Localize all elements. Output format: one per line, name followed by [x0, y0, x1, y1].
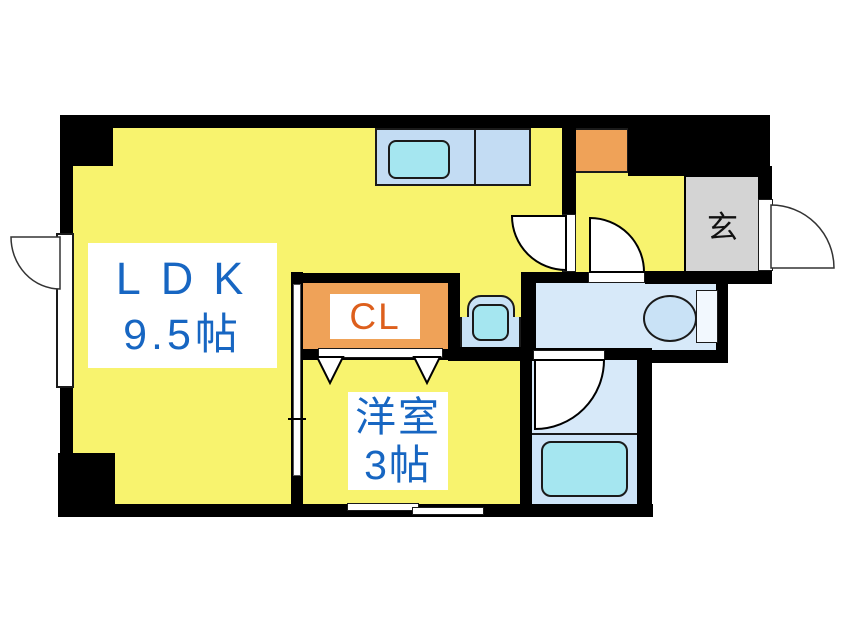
bathroom-door-threshold [533, 350, 605, 360]
bathtub [541, 441, 628, 497]
closet-door-track [318, 348, 443, 358]
closet-label-box: CL [330, 294, 420, 339]
bedroom-window-left [347, 503, 419, 511]
ldk-size-label: 9.5帖 [123, 310, 242, 359]
ldk-label-box: LDK 9.5帖 [88, 243, 277, 368]
wall-corner-top-right [628, 115, 770, 176]
bedroom-label-box: 洋室 3帖 [348, 392, 448, 490]
bedroom-size-label: 3帖 [364, 442, 432, 488]
entrance-label: 玄 [707, 210, 738, 245]
closet-label: CL [349, 295, 401, 337]
kitchen-counter-divider [474, 130, 476, 184]
refrigerator-space [573, 128, 629, 173]
wall-genkan-bottom [645, 271, 770, 284]
partition-sliding-door [293, 284, 301, 476]
toilet-bowl [643, 295, 697, 342]
kitchen-sink [388, 140, 450, 179]
balcony-door-arc [10, 236, 61, 290]
balcony-door-window [56, 233, 74, 388]
partition-door-tick [288, 418, 306, 420]
wall-top [60, 115, 770, 128]
wall-corner-bottom-left [58, 453, 115, 507]
ldk-label: LDK [115, 252, 264, 304]
wall-washbasin-bottom [448, 347, 536, 361]
toilet-door-threshold [588, 272, 645, 283]
bedroom-window-right [412, 507, 484, 515]
wall-ldk-hallway [562, 127, 576, 217]
entrance-door-arc [770, 204, 835, 269]
toilet-tank [696, 290, 718, 343]
entrance-genkan-floor: 玄 [684, 175, 761, 274]
washbasin-bowl [472, 304, 509, 341]
ldk-door-leaf [562, 214, 576, 272]
entrance-door-jamb [758, 199, 773, 271]
bedroom-label: 洋室 [355, 394, 441, 440]
wall-left-upper [60, 115, 73, 238]
